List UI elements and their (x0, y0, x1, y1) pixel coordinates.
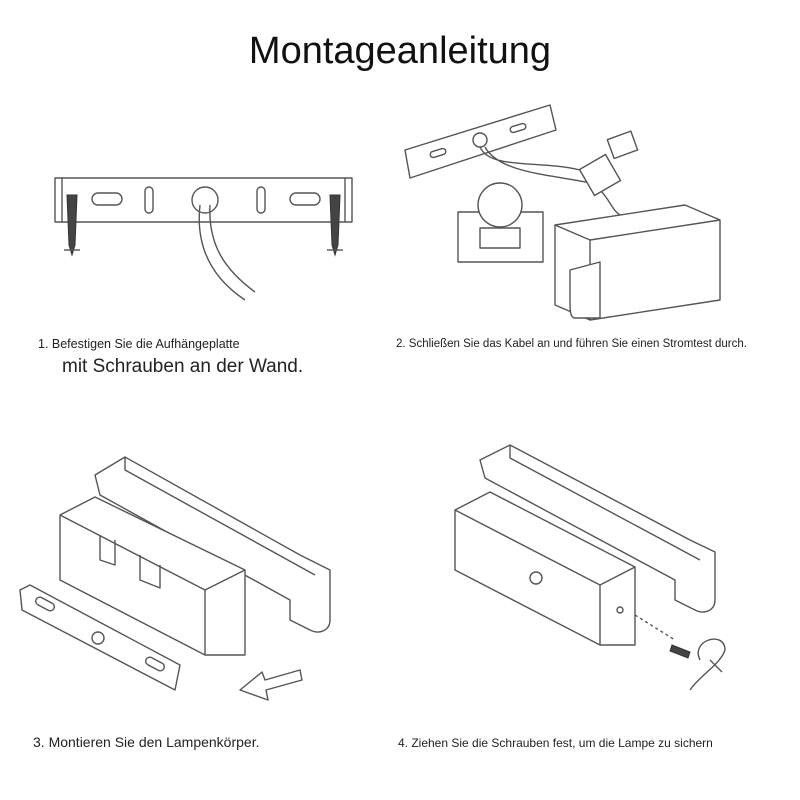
page-title: Montageanleitung (248, 30, 552, 72)
step2-caption: 2. Schließen Sie das Kabel an und führen… (396, 338, 747, 350)
step1-caption-line2: mit Schrauben an der Wand. (62, 356, 304, 377)
step1-mounting-plate-illustration (54, 177, 353, 301)
step1-caption: 1. Befestigen Sie die Aufhängeplatte (38, 337, 240, 351)
screw-icon (669, 644, 691, 659)
step3-lamp-body-illustration (19, 456, 331, 701)
screw-icon (64, 194, 80, 257)
step3-caption: 3. Montieren Sie den Lampenkörper. (33, 734, 260, 750)
step4-tighten-screws-illustration (454, 444, 726, 691)
step4-caption: 4. Ziehen Sie die Schrauben fest, um die… (398, 736, 713, 750)
screw-icon (327, 194, 343, 257)
arrow-icon (239, 669, 303, 701)
step2-wiring-illustration (404, 104, 721, 321)
